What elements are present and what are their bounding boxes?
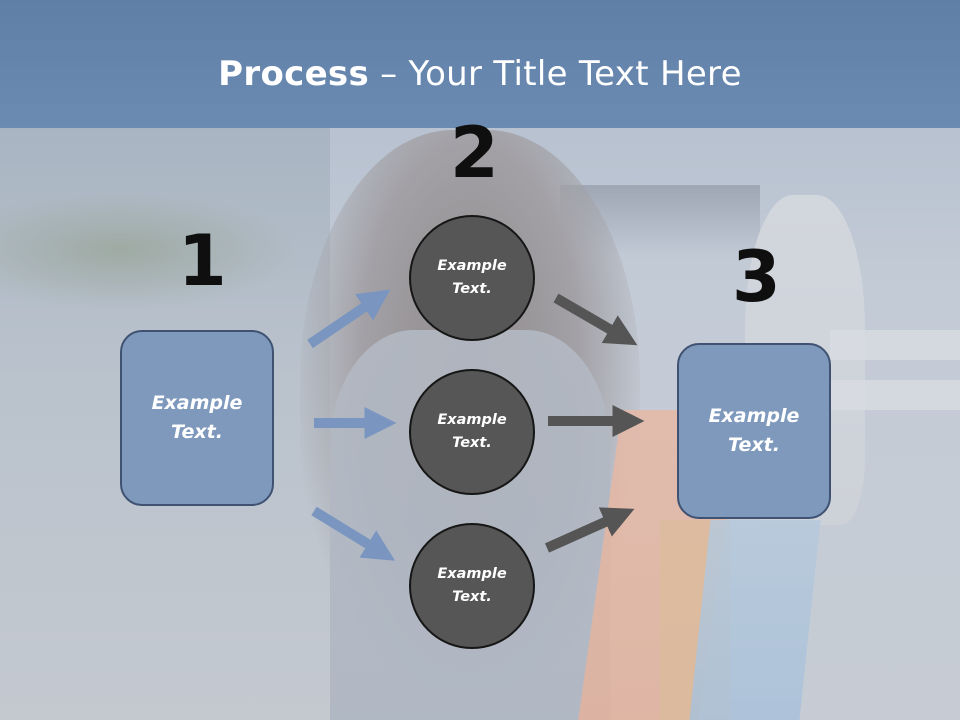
circle-3-line2: Text.	[452, 589, 492, 605]
step-1-label-line1: Example	[151, 392, 243, 414]
circle-2-line2: Text.	[452, 435, 492, 451]
arrow-from-circle-3	[544, 507, 635, 553]
step-2-circle-bottom: Example Text.	[409, 523, 535, 649]
arrow-to-circle-1	[307, 289, 391, 349]
background-tree	[0, 190, 300, 310]
step-3-box: Example Text.	[677, 343, 831, 519]
title-band	[0, 0, 960, 128]
circle-1-line1: Example	[437, 258, 507, 274]
step-1-label-line2: Text.	[171, 421, 223, 443]
step-2-circle-top: Example Text.	[409, 215, 535, 341]
step-3-label-line2: Text.	[728, 434, 780, 456]
circle-1-line2: Text.	[452, 281, 492, 297]
step-number-1: 1	[178, 220, 227, 302]
arrow-from-circle-1	[553, 293, 638, 346]
step-number-2: 2	[450, 112, 499, 194]
step-2-circle-middle: Example Text.	[409, 369, 535, 495]
circle-2-line1: Example	[437, 412, 507, 428]
background-stripe	[830, 330, 960, 360]
title-rest: – Your Title Text Here	[369, 54, 742, 94]
title-bold: Process	[218, 54, 370, 94]
step-3-label-line1: Example	[708, 405, 800, 427]
slide-title: Process – Your Title Text Here	[0, 54, 960, 94]
arrow-to-circle-3	[311, 506, 396, 561]
background-stripe	[830, 380, 960, 410]
step-1-box: Example Text.	[120, 330, 274, 506]
step-number-3: 3	[732, 236, 781, 318]
circle-3-line1: Example	[437, 566, 507, 582]
